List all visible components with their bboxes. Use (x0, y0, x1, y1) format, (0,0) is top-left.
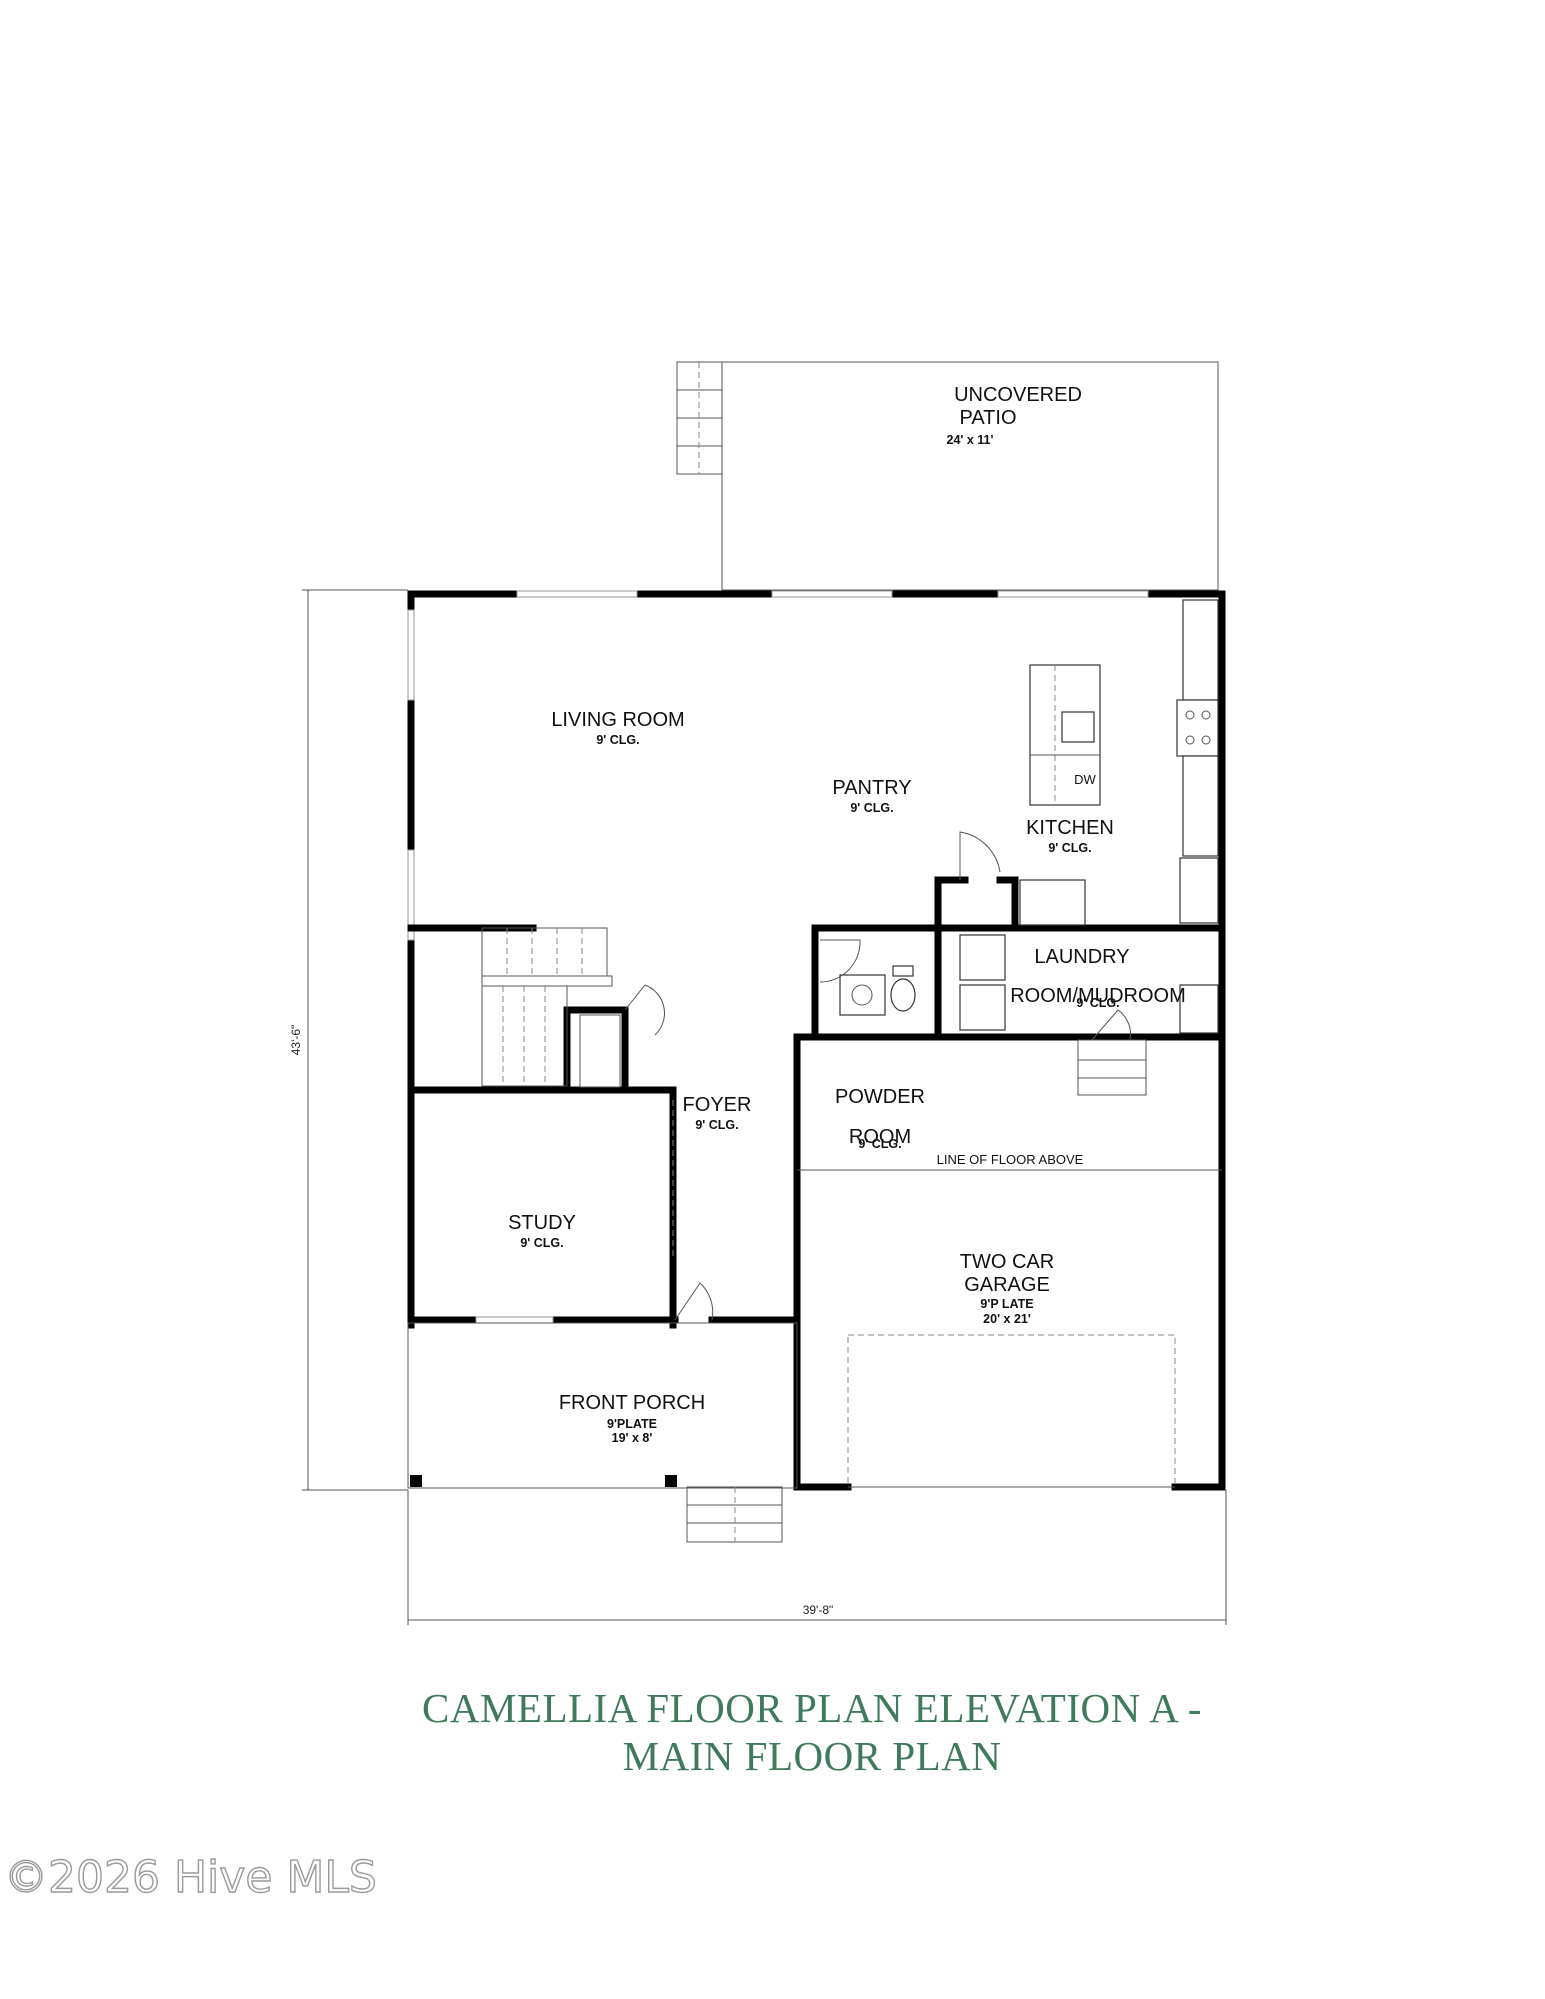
pantry-label: PANTRY (832, 777, 911, 799)
front-porch-label: FRONT PORCH (559, 1392, 705, 1414)
sink-icon (1179, 984, 1219, 1034)
laundry-label-1: LAUNDRY (1034, 946, 1129, 968)
plan-title-line-1: CAMELLIA FLOOR PLAN ELEVATION A - (422, 1685, 1202, 1731)
front-porch-plate: 9'PLATE (607, 1417, 657, 1431)
dimension-lines: 43'-6" 39'-8" (289, 589, 1227, 1625)
range-icon (1176, 699, 1219, 757)
garage-size: 20' x 21' (983, 1312, 1031, 1326)
powder-room-ceiling: 9' CLG. (858, 1137, 901, 1151)
front-porch (407, 1322, 798, 1543)
doors (624, 831, 1131, 1321)
uncovered-patio: UNCOVERED PATIO 24' x 11' (676, 361, 1219, 591)
toilet-icon (890, 978, 916, 1012)
powder-room-label-1: POWDER (835, 1086, 925, 1108)
powder-room-label-2: ROOM (849, 1126, 911, 1148)
patio-size: 24' x 11' (947, 433, 994, 447)
garage-plate: 9'P LATE (980, 1297, 1033, 1311)
garage: LINE OF FLOOR ABOVE (797, 1152, 1222, 1488)
laundry-fixtures (959, 934, 1219, 1096)
pantry-ceiling: 9' CLG. (850, 801, 893, 815)
patio-label-2: PATIO (959, 407, 1016, 429)
front-porch-size: 19' x 8' (612, 1431, 653, 1445)
living-room-ceiling: 9' CLG. (596, 733, 639, 747)
kitchen-label: KITCHEN (1026, 817, 1114, 839)
laundry-label-2: ROOM/MUDROOM (1010, 985, 1186, 1007)
patio-label-1: UNCOVERED (954, 384, 1082, 406)
kitchen-ceiling: 9' CLG. (1048, 841, 1091, 855)
washer-icon (959, 934, 1006, 981)
garage-label-1: TWO CAR (960, 1251, 1054, 1273)
study-label: STUDY (508, 1212, 576, 1234)
laundry-ceiling: 9' CLG. (1076, 996, 1119, 1010)
dryer-icon (959, 984, 1006, 1031)
plan-title-line-2: MAIN FLOOR PLAN (623, 1733, 1002, 1779)
width-dimension: 39'-8" (803, 1603, 834, 1617)
room-labels: LIVING ROOM 9' CLG. PANTRY 9' CLG. KITCH… (508, 709, 1186, 1445)
powder-room-fixtures (839, 965, 916, 1016)
living-room-label: LIVING ROOM (551, 709, 684, 731)
refrigerator-icon (1179, 857, 1219, 924)
garage-label-2: GARAGE (964, 1274, 1050, 1296)
kitchen-fixtures: DW (1019, 599, 1219, 926)
staircase (481, 927, 621, 1088)
garage-note: LINE OF FLOOR ABOVE (937, 1152, 1084, 1167)
foyer-label: FOYER (683, 1094, 752, 1116)
study-ceiling: 9' CLG. (520, 1236, 563, 1250)
dishwasher-label: DW (1074, 772, 1096, 787)
depth-dimension: 43'-6" (289, 1025, 303, 1056)
foyer-ceiling: 9' CLG. (695, 1118, 738, 1132)
copyright-watermark: ©2026 Hive MLS (4, 1852, 377, 1903)
